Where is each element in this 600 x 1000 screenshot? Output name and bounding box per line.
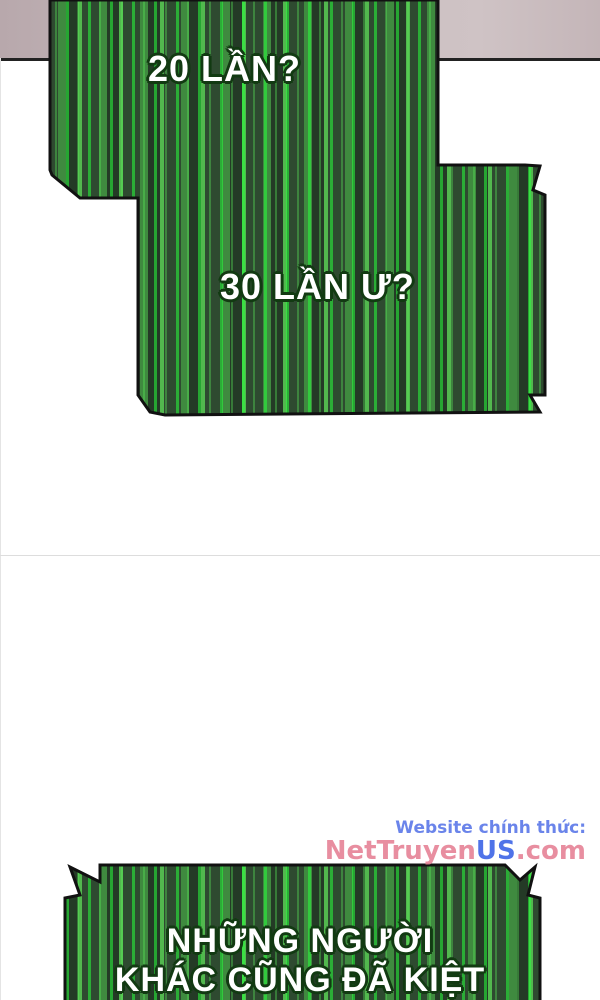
- panel-1-outline: [48, 0, 547, 417]
- watermark-brand-b: US: [475, 836, 516, 866]
- caption-line-1: NHỮNG NGƯỜI: [166, 922, 434, 960]
- panel-divider: [0, 555, 600, 556]
- watermark-brand: NetTruyenUS.com: [325, 838, 586, 864]
- panel-2-outline: [63, 862, 542, 1000]
- watermark-line-1: Website chính thức:: [395, 818, 586, 838]
- caption-others: NHỮNG NGƯỜI KHÁC CŨNG ĐÃ KIỆT: [0, 922, 600, 1000]
- watermark-brand-tld: .com: [515, 836, 586, 866]
- page-edge: [0, 58, 1, 1000]
- watermark-brand-a: NetTruyen: [324, 836, 476, 866]
- caption-line-2: KHÁC CŨNG ĐÃ KIỆT: [114, 961, 486, 999]
- caption-30-times: 30 LẦN Ư?: [220, 266, 415, 307]
- caption-20-times: 20 LẦN?: [148, 48, 302, 89]
